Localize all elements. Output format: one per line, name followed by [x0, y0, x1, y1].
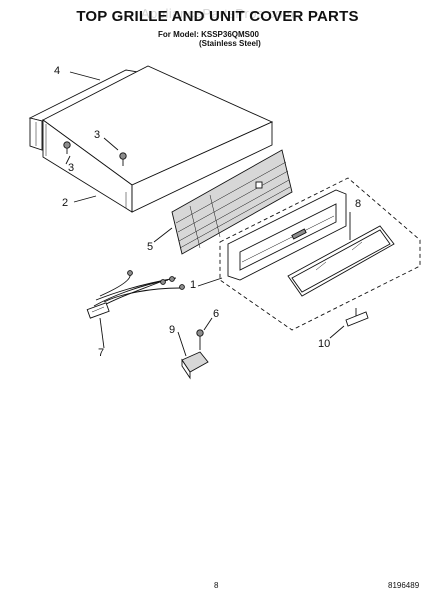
callout-7: 7 — [98, 347, 105, 359]
part-1-grille-frame — [227, 189, 347, 281]
leader-lines — [65, 71, 351, 357]
callout-4: 4 — [54, 65, 61, 77]
document-number: 8196489 — [388, 581, 420, 590]
callout-3-upper: 3 — [94, 129, 101, 141]
assembly-boundary-part-1 — [219, 177, 421, 331]
callout-1: 1 — [190, 279, 197, 291]
callout-6: 6 — [213, 308, 220, 320]
callout-3-lower: 3 — [68, 162, 75, 174]
callout-8: 8 — [355, 198, 362, 210]
finish-line: (Stainless Steel) — [199, 39, 261, 48]
model-line: For Model: KSSP36QMS00 — [158, 30, 259, 39]
watermark-text: AppliancePartsPros.com — [140, 6, 295, 21]
part-7-wire-harness — [86, 270, 185, 319]
page-title: TOP GRILLE AND UNIT COVER PARTS — [76, 8, 359, 25]
part-3-screws — [63, 141, 127, 166]
callout-9: 9 — [169, 324, 176, 336]
callout-5: 5 — [147, 241, 154, 253]
part-5-grille-panel — [171, 149, 293, 255]
part-8-glass-panel — [287, 225, 395, 297]
callout-2: 2 — [62, 197, 69, 209]
part-10-clip — [345, 308, 369, 327]
page-number: 8 — [214, 581, 219, 590]
part-6-screw — [196, 329, 204, 350]
part-9-bracket — [181, 351, 209, 380]
callout-10: 10 — [318, 338, 331, 350]
